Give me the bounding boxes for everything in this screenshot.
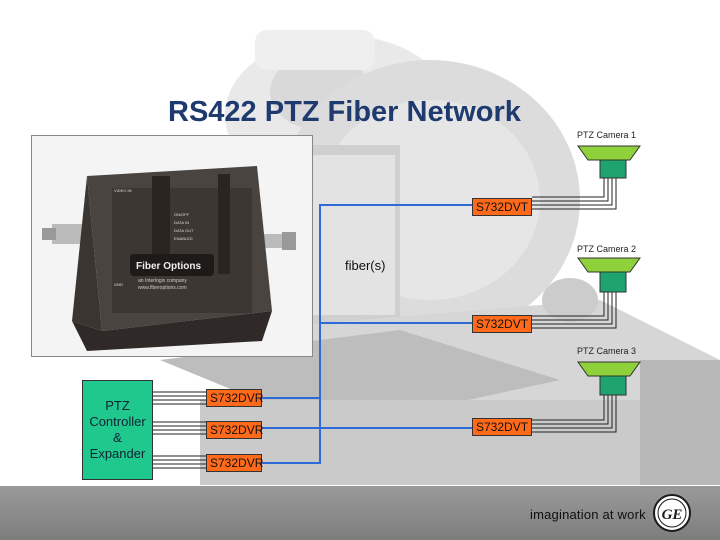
receiver-1: S732DVR bbox=[206, 389, 263, 407]
fiber-label: fiber(s) bbox=[345, 258, 386, 273]
camera-icon-1 bbox=[577, 145, 641, 179]
port-label: ENABLED bbox=[174, 236, 193, 241]
camera-cables bbox=[153, 178, 617, 469]
page-title: RS422 PTZ Fiber Network bbox=[168, 96, 521, 128]
footer-tagline: imagination at work bbox=[530, 507, 646, 522]
transmitter-2: S732DVT bbox=[472, 315, 532, 333]
device-sub: an Interlogix company bbox=[138, 278, 187, 284]
port-label: DATA OUT bbox=[174, 228, 194, 233]
port-label: VIDEO IN bbox=[114, 188, 132, 193]
ge-logo-text: GE bbox=[662, 507, 683, 523]
ge-logo-icon: GE bbox=[653, 494, 691, 532]
fiber-options-device: Fiber Options an Interlogix company www.… bbox=[32, 136, 312, 356]
camera-label-3: PTZ Camera 3 bbox=[577, 346, 637, 356]
footer-bar bbox=[0, 486, 720, 540]
fiber-links bbox=[262, 204, 472, 464]
device-url: www.fiberoptions.com bbox=[138, 285, 187, 291]
receiver-3: S732DVR bbox=[206, 454, 263, 472]
port-label: ON/OFF bbox=[174, 212, 190, 217]
camera-icon-3 bbox=[577, 361, 641, 396]
device-brand: Fiber Options bbox=[136, 261, 201, 272]
transmitter-1: S732DVT bbox=[472, 198, 532, 216]
camera-label-2: PTZ Camera 2 bbox=[577, 244, 637, 254]
camera-label-1: PTZ Camera 1 bbox=[577, 130, 637, 140]
transmitter-3: S732DVT bbox=[472, 418, 532, 436]
device-photo: Fiber Options an Interlogix company www.… bbox=[31, 135, 313, 357]
port-label: GND bbox=[114, 282, 123, 287]
ptz-controller: PTZ Controller & Expander bbox=[82, 380, 153, 480]
camera-icon-2 bbox=[577, 257, 641, 293]
port-label: DATA IN bbox=[174, 220, 189, 225]
receiver-2: S732DVR bbox=[206, 421, 263, 439]
